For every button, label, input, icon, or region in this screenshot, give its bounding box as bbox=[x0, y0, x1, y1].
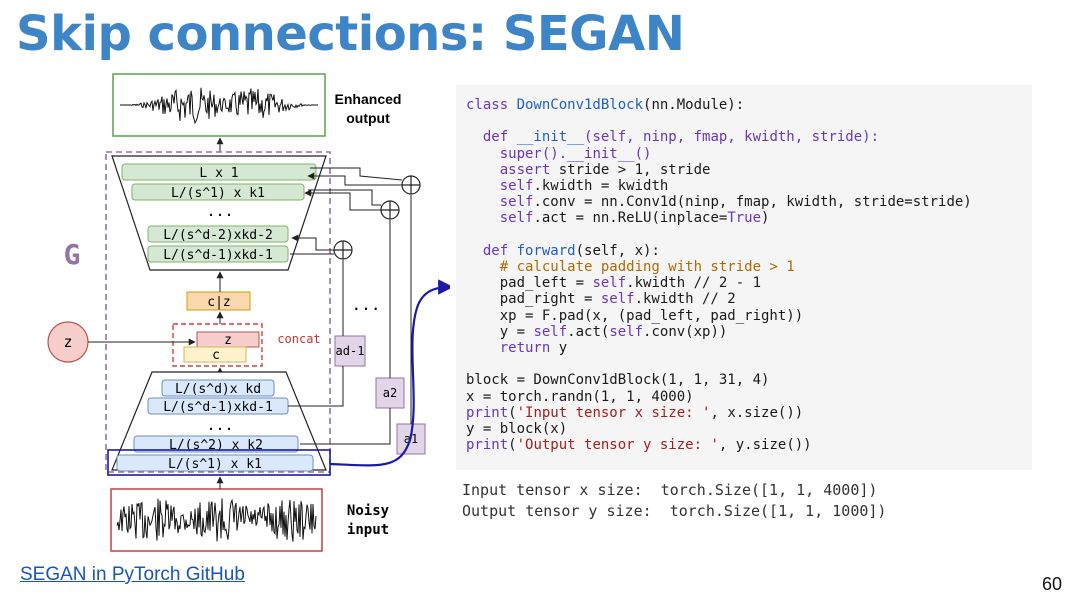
decoder-layer-label: L/(s^d-1)xkd-1 bbox=[163, 248, 273, 263]
code-output: Input tensor x size: torch.Size([1, 1, 4… bbox=[462, 480, 886, 522]
code-line: self.conv = nn.Conv1d(ninp, fmap, kwidth… bbox=[499, 194, 972, 211]
latent-cz-box bbox=[186, 291, 251, 311]
z-circle-label: z bbox=[63, 333, 72, 351]
generator-frame bbox=[105, 151, 331, 473]
concat-z-label: z bbox=[224, 333, 232, 348]
code-line: y = block(x) bbox=[466, 421, 568, 438]
slide-title: Skip connections: SEGAN bbox=[16, 6, 685, 62]
sum-node-1 bbox=[401, 175, 421, 195]
code-block: class DownConv1dBlock(nn.Module): def __… bbox=[466, 97, 972, 453]
enhanced-output-label: Enhanced bbox=[335, 91, 402, 107]
code-line: def __init__(self, ninp, fmap, kwidth, s… bbox=[466, 129, 880, 146]
decoder-layer-label: L/(s^d-2)xkd-2 bbox=[163, 228, 273, 243]
code-line: def forward(self, x): bbox=[466, 242, 660, 259]
skip-box-a2 bbox=[375, 377, 405, 409]
encoder-layer-label: L/(s^d)x kd bbox=[175, 382, 261, 397]
noisy-input-label: Noisy bbox=[347, 503, 390, 519]
encoder-layer-label: L/(s^d-1)xkd-1 bbox=[163, 400, 273, 415]
sum-node-2 bbox=[380, 200, 400, 220]
decoder-layer-label: L x 1 bbox=[199, 166, 238, 181]
code-line: pad_left = self.kwidth // 2 - 1 bbox=[466, 275, 762, 292]
code-line: return y bbox=[499, 340, 568, 357]
segan-github-link[interactable]: SEGAN in PyTorch GitHub bbox=[20, 564, 245, 585]
code-line: xp = F.pad(x, (pad_left, pad_right)) bbox=[466, 307, 804, 324]
code-line: print('Input tensor x size: ', x.size()) bbox=[466, 404, 804, 421]
latent-cz-label: c|z bbox=[207, 295, 230, 310]
decoder-layer-box bbox=[147, 245, 289, 263]
highlight-arrow bbox=[329, 279, 450, 467]
decoder-layer-box bbox=[147, 225, 289, 243]
code-line: assert stride > 1, stride bbox=[499, 161, 711, 178]
encoder-layer-box bbox=[116, 454, 314, 472]
encoder-layer-label: L/(s^1) x k1 bbox=[168, 457, 262, 472]
concat-label: concat bbox=[277, 332, 320, 346]
skip-ellipsis: ... bbox=[352, 295, 381, 314]
skip-label-ad-1: ad-1 bbox=[336, 344, 365, 358]
code-line: print('Output tensor y size: ', y.size()… bbox=[466, 437, 812, 454]
encoder-layer-label: ... bbox=[206, 416, 233, 434]
decoder-layer-label: L/(s^1) x k1 bbox=[171, 186, 265, 201]
code-line: x = torch.randn(1, 1, 4000) bbox=[466, 388, 694, 405]
encoder-layer-box bbox=[133, 435, 299, 453]
encoder-layer-box bbox=[161, 379, 275, 397]
code-line: pad_right = self.kwidth // 2 bbox=[466, 291, 736, 308]
output-line: Input tensor x size: torch.Size([1, 1, 4… bbox=[462, 481, 878, 499]
code-line: # calculate padding with stride > 1 bbox=[499, 259, 795, 276]
code-line: self.act = nn.ReLU(inplace=True) bbox=[499, 210, 770, 227]
concat-c-box bbox=[183, 346, 247, 363]
code-panel bbox=[456, 85, 1032, 470]
code-line: self.kwidth = kwidth bbox=[499, 178, 669, 195]
page-number: 60 bbox=[1042, 574, 1063, 594]
output-line: Output tensor y size: torch.Size([1, 1, … bbox=[462, 502, 887, 520]
code-line: super().__init__() bbox=[499, 145, 652, 162]
skip-label-a2: a2 bbox=[383, 386, 397, 400]
concat-c-label: c bbox=[212, 348, 220, 363]
code-line: class DownConv1dBlock(nn.Module): bbox=[466, 97, 745, 113]
decoder-layer-box bbox=[131, 183, 305, 201]
decoder-layer-label: ... bbox=[206, 202, 233, 220]
segan-diagram: Enhanced output G L x 1L/(s^1) x k1...L/… bbox=[47, 73, 450, 552]
decoder-layer-box bbox=[121, 163, 317, 181]
generator-label: G bbox=[64, 238, 81, 271]
code-line: block = DownConv1dBlock(1, 1, 31, 4) bbox=[466, 372, 770, 389]
encoder-highlight-box bbox=[107, 449, 331, 476]
code-line: y = self.act(self.conv(xp)) bbox=[466, 323, 728, 340]
skip-box-ad-1 bbox=[334, 335, 366, 367]
sum-node-3 bbox=[333, 240, 353, 260]
noisy-input-label-2: input bbox=[347, 522, 389, 538]
enhanced-output-label-2: output bbox=[346, 110, 390, 126]
concat-frame bbox=[172, 323, 263, 367]
